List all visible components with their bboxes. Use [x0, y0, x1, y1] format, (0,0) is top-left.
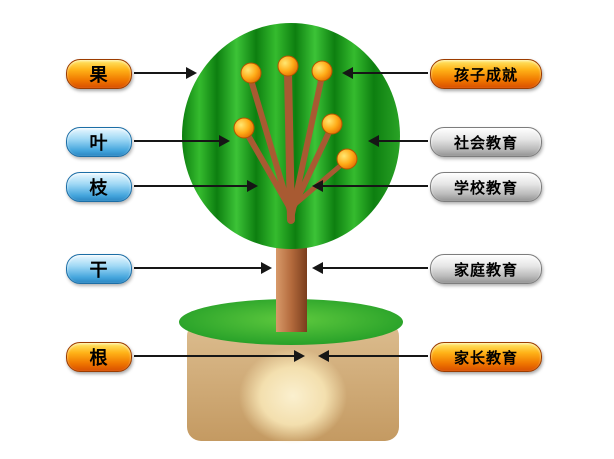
fruit [321, 113, 343, 135]
arrow-family-right [312, 262, 428, 274]
label-trunk: 干 [66, 254, 132, 284]
fruit [240, 62, 262, 84]
arrow-fruit-left [134, 67, 197, 79]
arrow-branch-left [134, 180, 258, 192]
label-leaf: 叶 [66, 127, 132, 157]
arrow-trunk-left [134, 262, 272, 274]
label-school-education: 学校教育 [430, 172, 542, 202]
arrow-social-right [368, 135, 428, 147]
arrow-parent-right [318, 350, 428, 362]
label-parent-education: 家长教育 [430, 342, 542, 372]
label-branch: 枝 [66, 172, 132, 202]
arrow-school-right [312, 180, 428, 192]
fruit [311, 60, 333, 82]
root-glow [239, 348, 347, 444]
label-fruit: 果 [66, 59, 132, 89]
fruits [233, 55, 358, 170]
label-social-education: 社会教育 [430, 127, 542, 157]
label-family-education: 家庭教育 [430, 254, 542, 284]
fruit [336, 148, 358, 170]
fruit [233, 117, 255, 139]
tree-branches [242, 68, 350, 224]
arrow-root-left [134, 350, 305, 362]
arrow-achievement-right [342, 67, 428, 79]
label-child-achievement: 孩子成就 [430, 59, 542, 89]
arrow-leaf-left [134, 135, 230, 147]
label-root: 根 [66, 342, 132, 372]
fruit [277, 55, 299, 77]
